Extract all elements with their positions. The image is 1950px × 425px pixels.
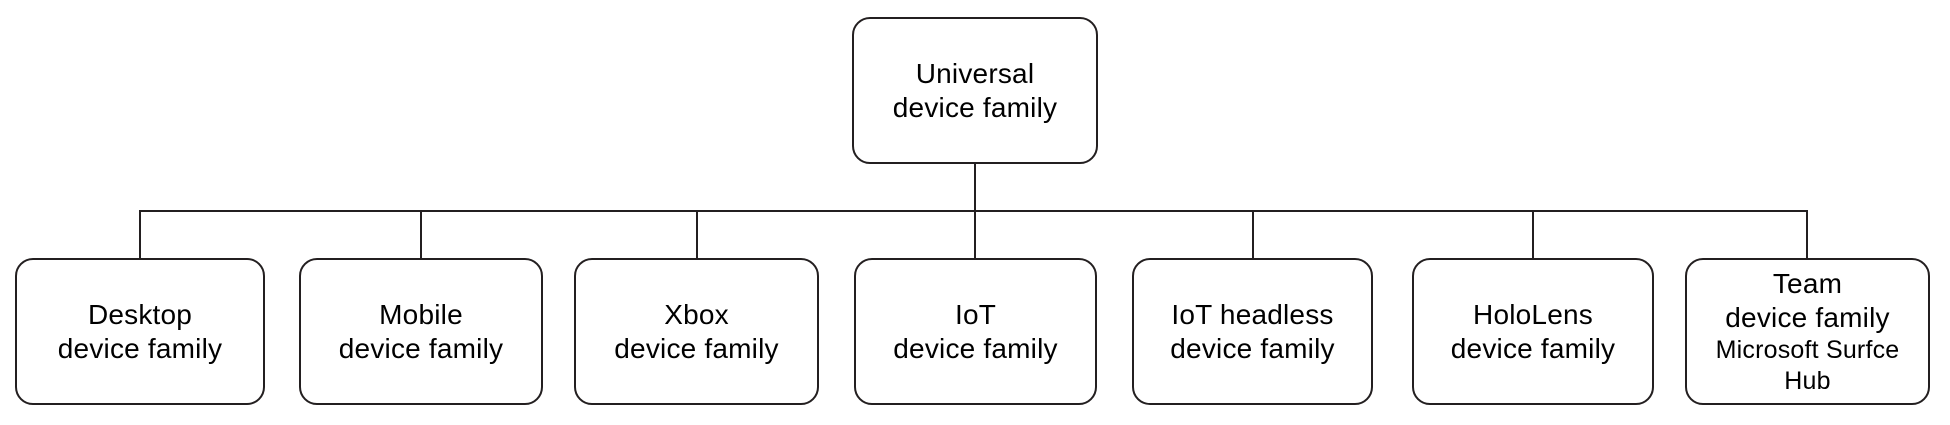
node-label-line: device family <box>1450 332 1616 364</box>
connector-drop-hololens <box>1532 210 1534 258</box>
node-label-line: Team <box>1772 267 1843 299</box>
node-label-line: device family <box>892 91 1058 123</box>
node-iot-device-family: IoT device family <box>854 258 1097 405</box>
node-label-line: IoT headless <box>1171 298 1334 330</box>
node-label-line: device family <box>893 332 1058 364</box>
node-label: Team device family Microsoft Surfce Hub <box>1716 267 1900 397</box>
node-universal-device-family: Universal device family <box>852 17 1098 164</box>
node-label: HoloLens device family <box>1451 298 1615 366</box>
node-iot-headless-device-family: IoT headless device family <box>1132 258 1373 405</box>
node-label-line: device family <box>1725 301 1890 333</box>
connector-drop-mobile <box>420 210 422 258</box>
node-label-line: Universal <box>915 57 1035 89</box>
connector-drop-team <box>1806 210 1808 258</box>
node-label-line: Xbox <box>664 298 729 330</box>
node-desktop-device-family: Desktop device family <box>15 258 265 405</box>
node-label: Universal device family <box>893 57 1057 125</box>
node-hololens-device-family: HoloLens device family <box>1412 258 1654 405</box>
node-label-line: device family <box>614 332 779 364</box>
node-label: IoT headless device family <box>1170 298 1334 366</box>
node-label-line: device family <box>57 332 223 364</box>
node-label-line: device family <box>338 332 504 364</box>
node-label-line: Desktop <box>87 298 193 330</box>
node-label-line: IoT <box>954 298 997 330</box>
node-label: IoT device family <box>893 298 1057 366</box>
connector-drop-desktop <box>139 210 141 258</box>
node-team-device-family: Team device family Microsoft Surfce Hub <box>1685 258 1930 405</box>
node-xbox-device-family: Xbox device family <box>574 258 819 405</box>
node-mobile-device-family: Mobile device family <box>299 258 543 405</box>
node-label-line: Mobile <box>379 298 463 330</box>
node-label: Mobile device family <box>339 298 503 366</box>
node-label-line: device family <box>1170 332 1335 364</box>
node-label-line: Hub <box>1784 366 1831 395</box>
connector-drop-iot-headless <box>1252 210 1254 258</box>
connector-bus <box>139 210 1808 212</box>
node-label: Xbox device family <box>614 298 778 366</box>
node-label-line: HoloLens <box>1473 298 1593 330</box>
node-label: Desktop device family <box>58 298 222 366</box>
node-label-line: Microsoft Surfce <box>1715 335 1900 364</box>
connector-drop-xbox <box>696 210 698 258</box>
